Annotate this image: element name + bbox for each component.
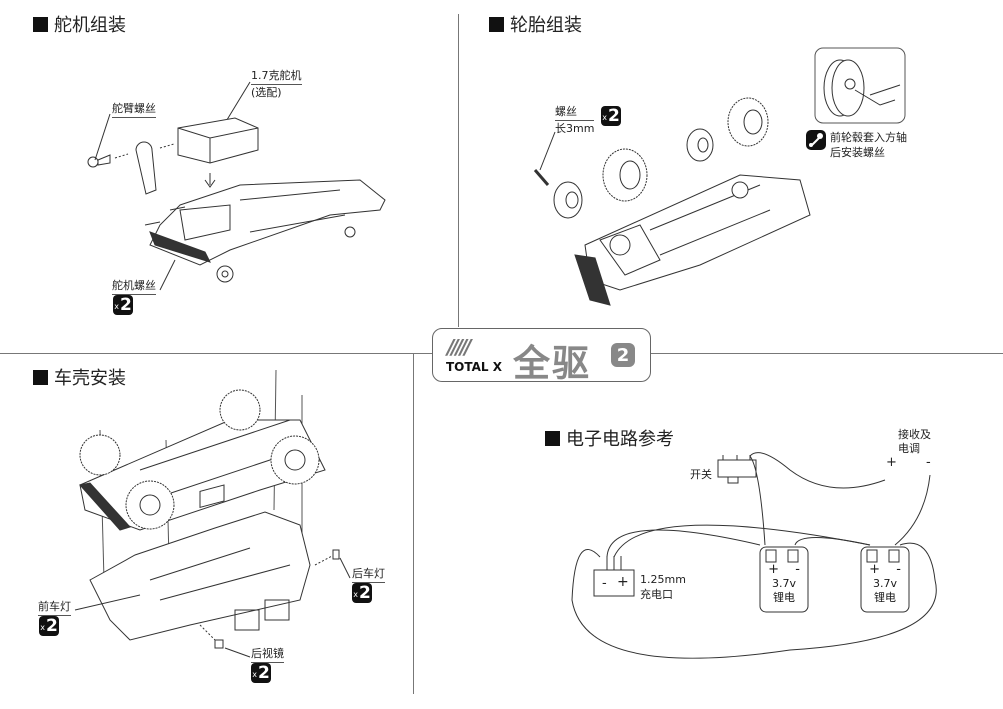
wire	[613, 524, 871, 558]
servo-assembly-illustration	[87, 81, 386, 291]
tire-icon	[602, 148, 648, 202]
logo-name-en: TOTAL X	[446, 360, 503, 374]
logo-version: 2	[611, 343, 635, 367]
battery-plus: +	[869, 562, 880, 577]
charge-port-plus: +	[617, 574, 629, 590]
section-bullet-icon	[545, 430, 560, 446]
section-title-shell: 车壳安装	[33, 364, 126, 390]
tire-screw-label: 螺丝 长3mm	[555, 105, 595, 135]
battery-plus: +	[768, 562, 779, 577]
wire	[571, 542, 937, 659]
wheel-hub-icon	[686, 128, 714, 162]
battery-type: 锂电	[773, 591, 795, 604]
wire	[749, 452, 886, 489]
rear-light-label: 后车灯	[352, 565, 385, 583]
battery-2: + - 3.7v 锂电	[861, 563, 909, 605]
divider-horizontal-right	[650, 353, 1003, 354]
leader-line	[74, 594, 141, 611]
servo-horn-icon	[135, 141, 157, 195]
servo-screw-label: 舵机螺丝	[112, 277, 156, 295]
battery-icon	[759, 546, 809, 613]
brand-logo: ///// TOTAL X 全驱 2	[432, 328, 651, 385]
servo-icon	[177, 117, 259, 164]
section-bullet-icon	[489, 16, 504, 32]
charge-port-icon	[593, 569, 635, 597]
wire	[749, 455, 766, 546]
servo-label: 1.7克舵机 (选配)	[251, 69, 302, 99]
leader-line	[224, 647, 251, 658]
rear-light-part-icon	[332, 549, 340, 560]
divider-horizontal-left	[0, 353, 432, 354]
battery-type: 锂电	[874, 591, 896, 604]
battery-voltage: 3.7v	[771, 577, 796, 590]
front-light-label: 前车灯	[38, 598, 71, 616]
battery-minus: -	[896, 562, 901, 577]
battery-voltage: 3.7v	[872, 577, 897, 590]
battery-minus: -	[795, 562, 800, 577]
tire-icon	[727, 97, 769, 147]
wire	[794, 537, 871, 546]
section-title-servo: 舵机组装	[33, 11, 126, 37]
section-title-tires: 轮胎组装	[489, 11, 582, 37]
section-title-circuit: 电子电路参考	[545, 425, 674, 451]
receiver-minus: -	[926, 455, 931, 470]
wire	[606, 529, 761, 558]
section-bullet-icon	[33, 369, 48, 385]
logo-stripes: /////	[447, 335, 471, 359]
mirror-part-icon	[214, 639, 224, 649]
body-shell-icon	[89, 511, 311, 641]
charge-port-label: 1.25mm 充电口	[640, 573, 686, 601]
screw-icon	[533, 169, 550, 186]
receiver-plus: +	[886, 455, 897, 470]
leader-line	[159, 259, 176, 291]
tire-icon	[125, 480, 175, 530]
divider-vertical-top	[458, 14, 459, 327]
receiver-label: 接收及 电调	[898, 428, 931, 455]
leader-line	[94, 113, 111, 161]
switch-label: 开关	[690, 468, 712, 481]
battery-icon	[860, 546, 910, 613]
tire-assembly-illustration	[533, 97, 811, 306]
mirror-label: 后视镜	[251, 645, 284, 663]
switch-icon	[717, 459, 757, 478]
tire-icon	[270, 435, 320, 485]
logo-name-cn: 全驱	[513, 342, 591, 385]
tire-inset-illustration	[814, 47, 906, 124]
leader-line	[339, 557, 351, 579]
section-bullet-icon	[33, 16, 48, 32]
charge-port-minus: -	[602, 576, 607, 591]
tire-icon	[219, 389, 261, 431]
leader-line	[539, 131, 556, 171]
battery-1: + - 3.7v 锂电	[760, 563, 808, 605]
wheel-hub-icon	[553, 181, 583, 219]
divider-vertical-bottom	[413, 354, 414, 694]
wire	[894, 474, 931, 546]
note-icon	[806, 130, 826, 150]
shell-assembly-illustration	[74, 369, 351, 658]
horn-screw-label: 舵臂螺丝	[112, 100, 156, 118]
tire-icon	[79, 434, 121, 476]
tire-note: 前轮毂套入方轴 后安装螺丝	[830, 131, 907, 159]
